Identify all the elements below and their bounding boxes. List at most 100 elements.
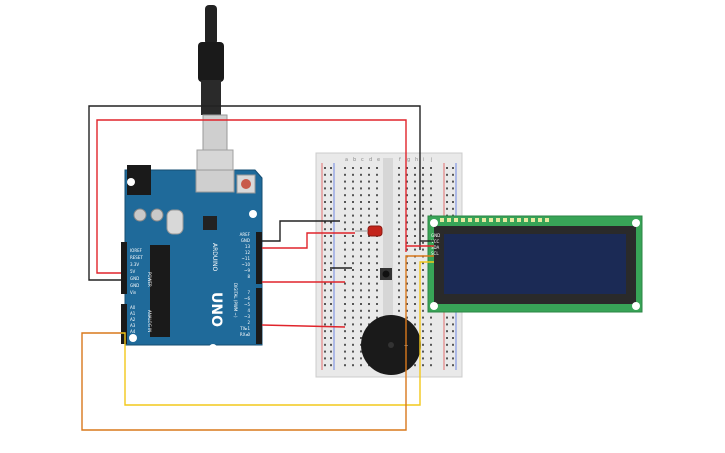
breadboard-hole xyxy=(406,221,408,224)
col-letter-c: c xyxy=(361,157,364,163)
breadboard-hole xyxy=(376,173,378,176)
breadboard-hole xyxy=(330,323,332,326)
pin-label-7: 7 xyxy=(247,290,250,295)
breadboard-hole xyxy=(398,309,400,312)
breadboard-hole xyxy=(352,330,354,333)
arduino-uno-board: ARDUINO UNO POWER ANALOG IN DIGITAL (PWM… xyxy=(121,165,263,352)
breadboard-hole xyxy=(414,296,416,299)
breadboard-hole xyxy=(360,303,362,305)
usb-cable xyxy=(196,5,234,189)
breadboard-hole xyxy=(406,262,408,265)
breadboard-hole xyxy=(422,296,424,299)
breadboard-hole xyxy=(422,207,424,210)
breadboard-hole xyxy=(330,248,332,251)
breadboard-hole xyxy=(414,235,416,237)
breadboard-hole xyxy=(360,282,362,285)
breadboard-hole xyxy=(446,194,448,197)
wires xyxy=(81,105,434,431)
breadboard-hole xyxy=(430,187,432,190)
breadboard-hole xyxy=(344,235,346,237)
breadboard-hole xyxy=(344,282,346,285)
breadboard-hole xyxy=(360,194,362,197)
breadboard-hole xyxy=(324,201,326,203)
breadboard-hole xyxy=(360,180,362,183)
breadboard-hole xyxy=(398,269,400,271)
pin-label-tx: TX▸1 xyxy=(239,326,250,331)
breadboard-hole xyxy=(360,364,362,367)
pin-label-3: ~3 xyxy=(244,314,250,319)
breadboard-hole xyxy=(352,364,354,367)
wire-red-5v-top xyxy=(96,119,407,274)
breadboard-hole xyxy=(452,316,454,319)
breadboard-hole xyxy=(368,316,370,319)
lcd-pin-labels: GND VCC SDA SCL xyxy=(431,233,440,256)
breadboard-hole xyxy=(368,323,370,326)
breadboard-hole xyxy=(398,187,400,190)
breadboard-hole xyxy=(414,173,416,176)
pin-label-13: 13 xyxy=(245,244,251,249)
breadboard-hole xyxy=(324,167,326,169)
breadboard-hole xyxy=(352,316,354,319)
breadboard-hole xyxy=(324,187,326,190)
power-section-label: POWER xyxy=(147,272,152,287)
breadboard-hole xyxy=(324,262,326,265)
col-letter-f: f xyxy=(399,157,401,163)
breadboard-hole xyxy=(452,364,454,367)
breadboard-hole xyxy=(414,207,416,210)
breadboard-hole xyxy=(330,316,332,319)
breadboard-hole xyxy=(368,194,370,197)
breadboard-hole xyxy=(344,330,346,333)
breadboard-hole xyxy=(330,296,332,299)
breadboard-hole xyxy=(352,180,354,183)
breadboard-hole xyxy=(368,282,370,285)
breadboard-hole xyxy=(376,316,378,319)
breadboard-hole xyxy=(330,255,332,258)
breadboard-hole xyxy=(324,194,326,197)
pin-label-5v: 5V xyxy=(130,269,136,274)
breadboard-hole xyxy=(398,248,400,251)
breadboard-hole xyxy=(352,173,354,176)
breadboard-hole xyxy=(398,296,400,299)
lcd-screen xyxy=(444,234,626,294)
pin-label-ioref: IOREF xyxy=(130,248,143,253)
breadboard-hole xyxy=(422,357,424,360)
breadboard-hole xyxy=(430,337,432,339)
breadboard-hole xyxy=(352,201,354,203)
digital-header-low xyxy=(256,288,262,344)
breadboard-hole xyxy=(324,180,326,183)
breadboard-hole xyxy=(398,241,400,244)
lcd-pad xyxy=(517,218,521,222)
crystal xyxy=(166,209,184,235)
pin-label-a3: A3 xyxy=(130,323,136,328)
breadboard-hole xyxy=(446,207,448,210)
breadboard-hole xyxy=(422,194,424,197)
col-letter-a: a xyxy=(345,157,348,163)
lcd-pad xyxy=(482,218,486,222)
breadboard-hole xyxy=(398,207,400,210)
breadboard-hole xyxy=(446,180,448,183)
breadboard-hole xyxy=(414,241,416,244)
breadboard-hole xyxy=(414,289,416,292)
breadboard-hole xyxy=(360,207,362,210)
breadboard-hole xyxy=(422,350,424,353)
breadboard-hole xyxy=(344,262,346,265)
breadboard-hole xyxy=(330,221,332,224)
breadboard-hole xyxy=(324,350,326,353)
breadboard-hole xyxy=(422,248,424,251)
wire-red-pin13-led xyxy=(262,232,355,249)
lcd-pin-gnd: GND xyxy=(431,233,440,238)
lcd-pad xyxy=(461,218,465,222)
breadboard-hole xyxy=(376,248,378,251)
breadboard-hole xyxy=(452,180,454,183)
breadboard-hole xyxy=(324,275,326,278)
breadboard-hole xyxy=(344,194,346,197)
breadboard-hole xyxy=(344,337,346,339)
breadboard-hole xyxy=(406,275,408,278)
breadboard-hole xyxy=(422,187,424,190)
breadboard-hole xyxy=(324,255,326,258)
breadboard-hole xyxy=(352,309,354,312)
breadboard-hole xyxy=(422,221,424,224)
breadboard-hole xyxy=(446,357,448,360)
breadboard-hole xyxy=(368,303,370,305)
